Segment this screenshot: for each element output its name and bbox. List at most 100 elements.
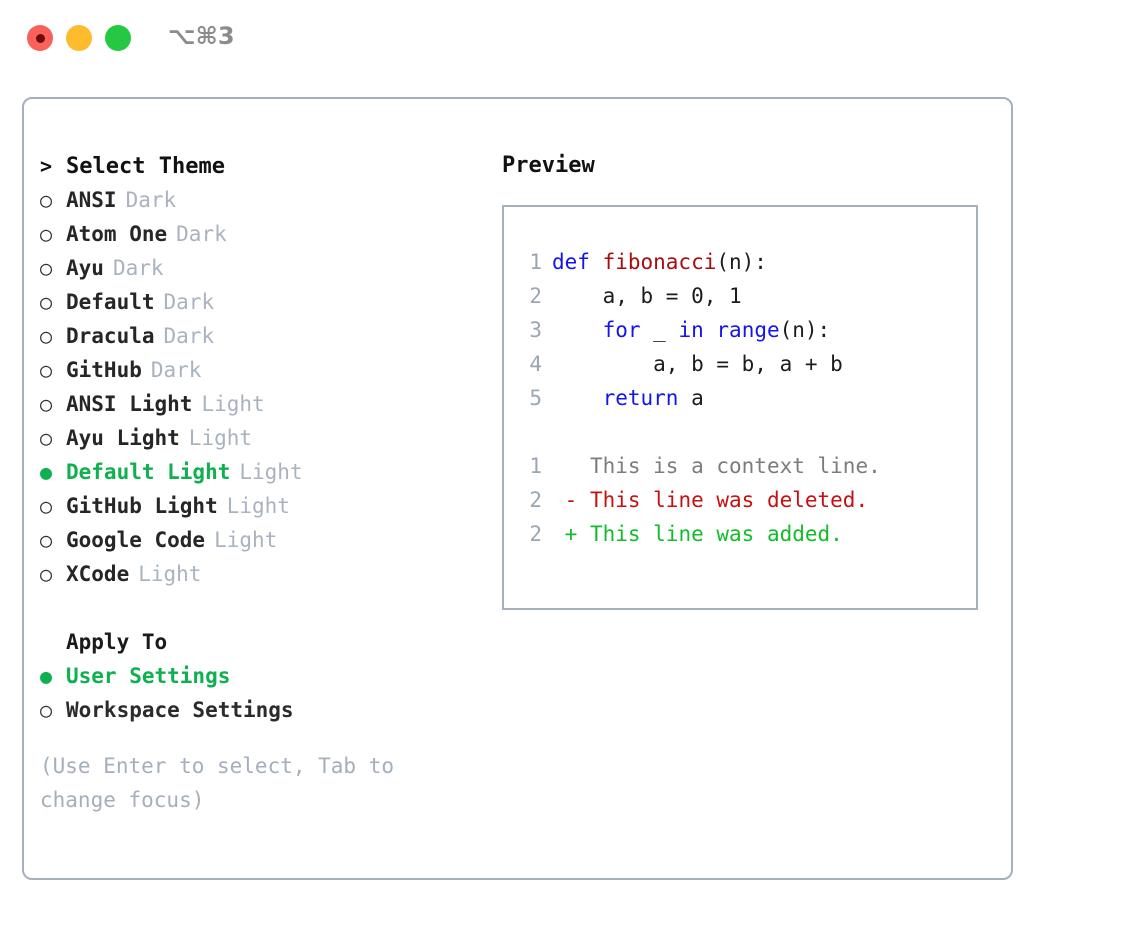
apply-to-list: ● User Settings ○ Workspace Settings: [40, 659, 470, 727]
minimize-button[interactable]: [66, 25, 92, 51]
radio-unselected-icon[interactable]: ○: [40, 324, 53, 348]
radio-unselected-icon[interactable]: ○: [40, 528, 53, 552]
theme-variant-tag: Dark: [176, 222, 227, 246]
theme-name: Default: [66, 290, 155, 314]
code-token: (n):: [779, 318, 831, 342]
theme-list-item[interactable]: ○ ANSI Light Light: [40, 387, 470, 421]
theme-name: ANSI Light: [66, 392, 193, 416]
theme-variant-tag: Dark: [163, 290, 215, 314]
diff-marker: +: [552, 522, 590, 546]
theme-list-item[interactable]: ○ ANSI Dark: [40, 183, 470, 217]
theme-list-item[interactable]: ○ Default Dark: [40, 285, 470, 319]
line-number: 2: [529, 488, 542, 512]
radio-unselected-icon[interactable]: ○: [40, 222, 53, 246]
diff-text: This line was deleted.: [589, 488, 869, 512]
diff-marker: [552, 454, 590, 478]
code-token: [552, 386, 603, 410]
code-diff-gap: [516, 415, 976, 449]
diff-text: This line was added.: [589, 522, 843, 546]
line-number: 2: [529, 522, 542, 546]
select-theme-title: Select Theme: [66, 154, 225, 179]
line-number: 5: [529, 386, 542, 410]
maximize-button[interactable]: [105, 25, 131, 51]
code-token: _: [640, 318, 679, 342]
select-theme-header: > Select Theme: [40, 149, 470, 183]
theme-name: ANSI: [66, 188, 117, 212]
close-button[interactable]: [27, 25, 53, 51]
theme-list-item[interactable]: ○ XCode Light: [40, 557, 470, 591]
theme-variant-tag: Dark: [163, 324, 215, 348]
theme-variant-tag: Dark: [150, 358, 202, 382]
code-token: a, b = b, a + b: [552, 352, 843, 376]
diff-line: 2 - This line was deleted.: [516, 483, 976, 517]
radio-unselected-icon[interactable]: ○: [40, 290, 53, 314]
radio-unselected-icon[interactable]: ○: [40, 426, 53, 450]
theme-list-item[interactable]: ○ Ayu Dark: [40, 251, 470, 285]
code-token: range: [716, 318, 780, 342]
theme-name: GitHub: [66, 358, 142, 382]
title-bar: ⌥⌘3: [0, 0, 1140, 78]
radio-unselected-icon[interactable]: ○: [40, 358, 53, 382]
radio-unselected-icon[interactable]: ○: [40, 392, 53, 416]
theme-variant-tag: Light: [239, 460, 303, 484]
radio-unselected-icon[interactable]: ○: [40, 494, 53, 518]
apply-to-header: ○Apply To: [40, 625, 470, 659]
radio-unselected-icon[interactable]: ○: [40, 698, 53, 722]
theme-list-item[interactable]: ○ Dracula Dark: [40, 319, 470, 353]
theme-variant-tag: Dark: [112, 256, 164, 280]
diff-line: 2 + This line was added.: [516, 517, 976, 551]
line-number: 3: [529, 318, 542, 342]
theme-name: Ayu: [66, 256, 104, 280]
apply-to-label: Workspace Settings: [66, 698, 294, 722]
radio-unselected-icon[interactable]: ○: [40, 256, 53, 280]
keyboard-hint: (Use Enter to select, Tab to change focu…: [40, 754, 407, 812]
theme-variant-tag: Light: [201, 392, 265, 416]
list-spacer: [40, 591, 470, 625]
prompt-caret-icon: >: [40, 154, 53, 178]
code-line: 4 a, b = b, a + b: [516, 347, 976, 381]
code-token: return: [602, 386, 679, 410]
apply-to-item[interactable]: ○ Workspace Settings: [40, 693, 470, 727]
code-token: in: [678, 318, 704, 342]
theme-variant-tag: Light: [188, 426, 253, 450]
theme-name: XCode: [66, 562, 130, 586]
radio-selected-icon[interactable]: ●: [40, 460, 53, 484]
line-number: 4: [529, 352, 542, 376]
line-number: 2: [529, 284, 542, 308]
theme-variant-tag: Dark: [125, 188, 177, 212]
code-token: [552, 318, 603, 342]
diff-sample: 1 This is a context line.2 - This line w…: [516, 449, 976, 551]
radio-selected-icon[interactable]: ●: [40, 664, 53, 688]
close-icon: [35, 33, 45, 43]
apply-to-item[interactable]: ● User Settings: [40, 659, 470, 693]
apply-to-label: User Settings: [66, 664, 231, 688]
theme-list-item[interactable]: ○ Atom One Dark: [40, 217, 470, 251]
code-line: 2 a, b = 0, 1: [516, 279, 976, 313]
radio-unselected-icon[interactable]: ○: [40, 188, 53, 212]
theme-name: Dracula: [66, 324, 155, 348]
theme-variant-tag: Light: [214, 528, 278, 552]
code-token: for: [602, 318, 641, 342]
preview-title: Preview: [502, 153, 595, 178]
diff-line: 1 This is a context line.: [516, 449, 976, 483]
code-line: 5 return a: [516, 381, 976, 415]
theme-variant-tag: Light: [138, 562, 202, 586]
theme-list-item[interactable]: ○ GitHub Dark: [40, 353, 470, 387]
theme-name: Atom One: [66, 222, 168, 246]
radio-unselected-icon[interactable]: ○: [40, 562, 53, 586]
code-token: a: [678, 386, 704, 410]
line-number: 1: [529, 250, 542, 274]
line-number: 1: [529, 454, 542, 478]
